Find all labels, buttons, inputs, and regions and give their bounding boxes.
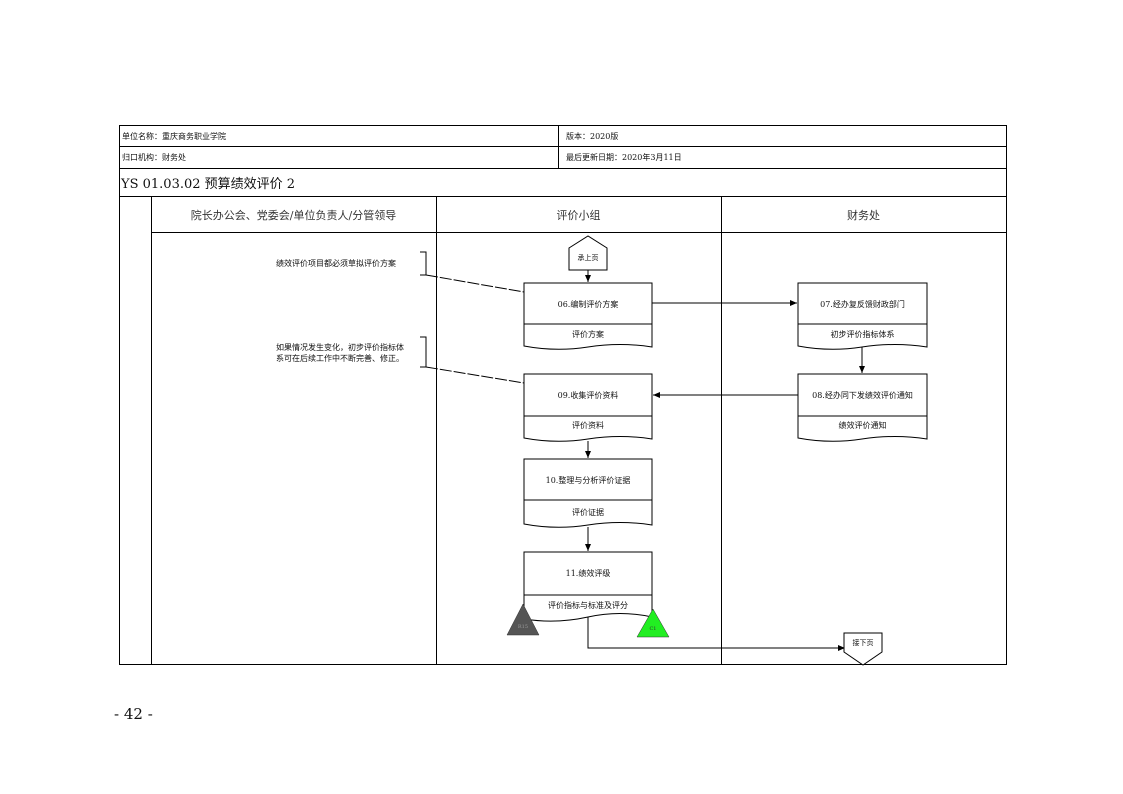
from-prev-page-label: 承上页 bbox=[577, 254, 599, 262]
note-2-bracket bbox=[420, 336, 427, 368]
step-09-title: 09.收集评价资料 bbox=[557, 391, 619, 400]
table-border-right bbox=[1006, 125, 1007, 665]
risk-marker-c1-label: C1 bbox=[649, 626, 657, 632]
step-08-box bbox=[797, 373, 928, 442]
step-09-box bbox=[523, 373, 653, 442]
step-11-box bbox=[523, 551, 653, 622]
table-border-row2 bbox=[119, 168, 1006, 169]
to-next-page-connector bbox=[843, 632, 883, 666]
last-updated: 最后更新日期：2020年3月11日 bbox=[566, 153, 682, 162]
step-07-title: 07.经办复反馈财政部门 bbox=[820, 300, 905, 309]
step-11-title: 11.绩效评级 bbox=[565, 569, 611, 578]
lane-header-eval-group: 评价小组 bbox=[556, 209, 601, 222]
department: 归口机构：财务处 bbox=[122, 153, 186, 162]
header-divider bbox=[558, 125, 559, 168]
step-07-box bbox=[797, 282, 928, 350]
step-10-doc: 评价证据 bbox=[572, 508, 604, 517]
step-11-doc: 评价指标与标准及评分 bbox=[548, 601, 628, 610]
to-next-page-label: 接下页 bbox=[852, 639, 874, 647]
step-06-box bbox=[523, 282, 653, 350]
table-border-row3 bbox=[119, 196, 1006, 197]
note-2-line1: 如果情况发生变化，初步评价指标体 bbox=[276, 343, 404, 352]
table-border-top bbox=[119, 125, 1006, 126]
page-number: - 42 - bbox=[114, 705, 153, 723]
note-1: 绩效评价项目都必须草拟评价方案 bbox=[276, 259, 396, 268]
lane-header-leadership: 院长办公会、党委会/单位负责人/分管领导 bbox=[190, 209, 397, 222]
table-border-bottom bbox=[119, 664, 1006, 665]
risk-marker-r15 bbox=[506, 603, 540, 636]
unit-name: 单位名称：重庆商务职业学院 bbox=[122, 132, 226, 141]
step-10-box bbox=[523, 458, 653, 528]
step-10-title: 10.整理与分析评价证据 bbox=[545, 476, 631, 485]
from-prev-page-connector bbox=[568, 235, 608, 271]
step-08-title: 08.经办同下发绩效评价通知 bbox=[812, 391, 913, 400]
note-2-leader bbox=[425, 366, 525, 384]
lane-header-finance: 财务处 bbox=[847, 209, 880, 222]
step-06-doc: 评价方案 bbox=[572, 330, 604, 339]
arrow-11-to-next bbox=[587, 617, 845, 651]
version: 版本：2020版 bbox=[566, 132, 619, 141]
step-07-doc: 初步评价指标体系 bbox=[830, 330, 895, 339]
step-09-doc: 评价资料 bbox=[572, 421, 604, 430]
process-title: YS 01.03.02 预算绩效评价 2 bbox=[121, 177, 296, 192]
lane-divider-1 bbox=[436, 196, 437, 664]
table-border-left bbox=[119, 125, 120, 665]
step-08-doc: 绩效评价通知 bbox=[838, 421, 887, 430]
lane-header-bottom bbox=[151, 232, 1006, 233]
step-06-title: 06.编制评价方案 bbox=[557, 300, 619, 309]
lane-divider-2 bbox=[721, 196, 722, 664]
note-1-leader bbox=[425, 274, 525, 293]
risk-marker-r15-label: R15 bbox=[517, 624, 529, 630]
risk-marker-c1 bbox=[636, 608, 670, 638]
note-2-line2: 系可在后续工作中不断完善、修正。 bbox=[276, 354, 404, 363]
table-border-row1 bbox=[119, 146, 1006, 147]
note-1-bracket bbox=[420, 251, 427, 276]
lane-divider-0 bbox=[151, 196, 152, 664]
